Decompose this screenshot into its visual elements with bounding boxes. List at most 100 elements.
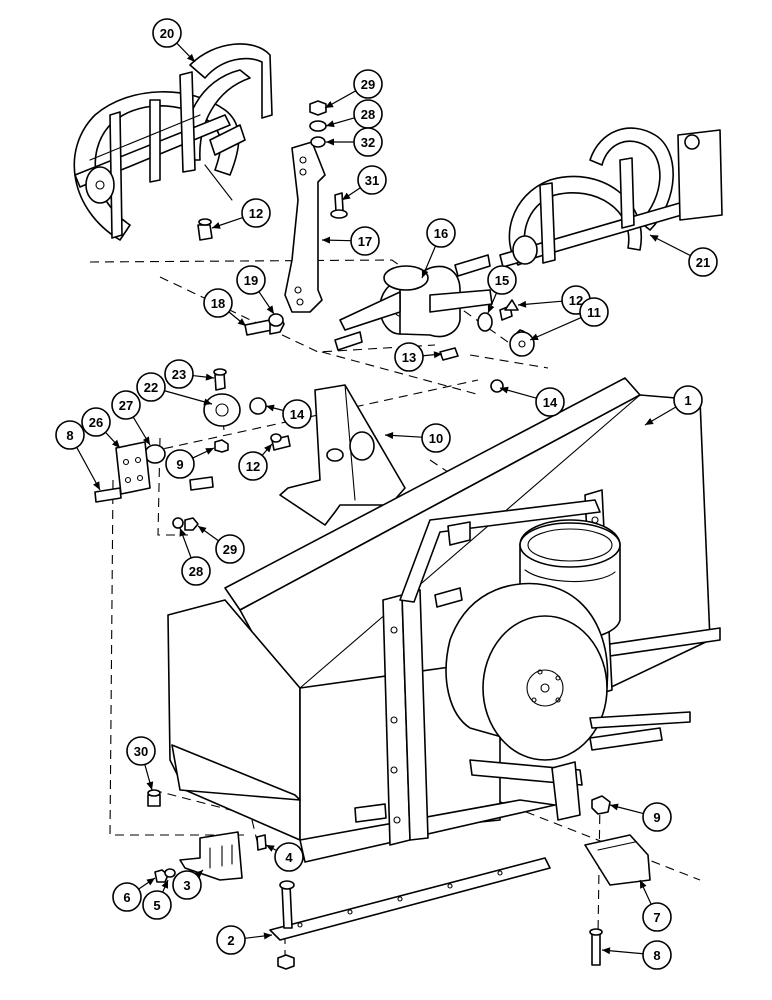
- callout-c4: 4: [265, 842, 304, 872]
- callout-bubble: [642, 802, 672, 832]
- callout-number: 17: [358, 234, 372, 249]
- callout-bubble: [487, 265, 517, 295]
- callout-leader: [164, 390, 213, 405]
- callout-arrowhead: [142, 436, 150, 445]
- callout-bubble: [136, 372, 166, 402]
- callout-bubble: [421, 423, 451, 453]
- callout-bubble: [642, 902, 672, 932]
- skid-shoe-part-7: [584, 834, 651, 886]
- callout-arrowhead: [326, 120, 335, 128]
- callout-arrowhead: [322, 236, 331, 244]
- callout-arrowhead: [326, 138, 334, 146]
- callout-arrowhead: [421, 269, 429, 278]
- callout-bubble: [241, 198, 271, 228]
- callout-arrowhead: [385, 431, 394, 439]
- callout-c12a: 12: [211, 198, 271, 229]
- callout-bubble: [357, 165, 387, 195]
- callout-bubble: [215, 534, 245, 564]
- callout-number: 13: [402, 350, 416, 365]
- callout-bubble: [165, 449, 195, 479]
- callout-number: 21: [696, 255, 710, 270]
- callout-c9b: 9: [609, 802, 672, 832]
- callout-arrowhead: [342, 192, 351, 200]
- callout-bubble: [112, 882, 142, 912]
- callout-number: 3: [183, 878, 190, 893]
- bearing-group: [94, 368, 267, 531]
- callout-c5: 5: [142, 879, 172, 920]
- callout-leader: [76, 447, 101, 491]
- callout-c29a: 29: [324, 69, 383, 109]
- callout-number: 6: [123, 890, 130, 905]
- callout-c7: 7: [639, 879, 672, 932]
- callout-bubble: [203, 288, 233, 318]
- callout-bubble: [236, 265, 266, 295]
- callout-bubble: [126, 736, 156, 766]
- wear-strip-part-2: [269, 857, 551, 941]
- callout-arrowhead: [194, 870, 203, 879]
- callout-bubble: [142, 890, 172, 920]
- callout-number: 28: [361, 107, 375, 122]
- callout-arrowhead: [198, 526, 207, 534]
- callout-c22: 22: [136, 372, 213, 406]
- callout-arrowhead: [487, 304, 495, 313]
- callout-arrowhead: [602, 947, 611, 955]
- callout-number: 12: [569, 293, 583, 308]
- callout-number: 31: [365, 173, 379, 188]
- fastener-stack-top: [309, 100, 348, 219]
- callout-bubble: [282, 399, 312, 429]
- callout-number: 28: [189, 564, 203, 579]
- bracket-part-17: [284, 141, 326, 313]
- callout-c28a: 28: [325, 99, 383, 129]
- callout-bubble: [353, 69, 383, 99]
- callout-c21: 21: [649, 234, 718, 277]
- callout-arrowhead: [640, 880, 647, 889]
- callout-bubble: [350, 226, 380, 256]
- callout-arrowhead: [112, 439, 120, 448]
- blower-housing-part-1: [167, 377, 721, 863]
- callout-number: 23: [172, 367, 186, 382]
- callout-number: 2: [227, 933, 234, 948]
- callout-bubble: [152, 18, 182, 48]
- callout-arrowhead: [205, 448, 214, 455]
- callout-number: 12: [249, 206, 263, 221]
- callout-c3: 3: [172, 869, 204, 900]
- callout-arrowhead: [203, 398, 212, 406]
- callout-number: 8: [653, 948, 660, 963]
- callout-number: 12: [246, 459, 260, 474]
- callout-bubble: [55, 420, 85, 450]
- callout-arrowhead: [263, 932, 272, 940]
- callout-arrowhead: [433, 351, 442, 359]
- callout-number: 4: [285, 850, 293, 865]
- callout-c26: 26: [81, 407, 121, 449]
- hardware-cluster-upper: [439, 305, 535, 393]
- callout-number: 29: [223, 542, 237, 557]
- callout-number: 18: [211, 296, 225, 311]
- lower-fasteners: [147, 789, 611, 970]
- callout-c14b: 14: [499, 386, 565, 417]
- callout-bubble: [111, 390, 141, 420]
- callout-c11: 11: [529, 297, 609, 341]
- callout-bubble: [426, 218, 456, 248]
- auger-right-part-21: [499, 127, 723, 268]
- callout-arrowhead: [186, 53, 195, 62]
- callout-arrowhead: [161, 880, 168, 889]
- callout-number: 9: [653, 810, 660, 825]
- callout-arrowhead: [530, 333, 539, 340]
- callout-arrowhead: [645, 417, 654, 425]
- callout-number: 27: [119, 398, 133, 413]
- callout-number: 14: [543, 395, 558, 410]
- callout-bubble: [274, 842, 304, 872]
- callout-bubble: [238, 451, 268, 481]
- callout-bubble: [216, 925, 246, 955]
- callout-number: 30: [134, 744, 148, 759]
- callout-arrowhead: [518, 300, 527, 308]
- callout-bubble: [164, 359, 194, 389]
- callout-c23: 23: [164, 359, 215, 389]
- callout-number: 10: [429, 431, 443, 446]
- callout-bubble: [394, 342, 424, 372]
- callout-number: 5: [153, 898, 160, 913]
- callout-bubble: [673, 385, 703, 415]
- callout-c8a: 8: [55, 420, 101, 491]
